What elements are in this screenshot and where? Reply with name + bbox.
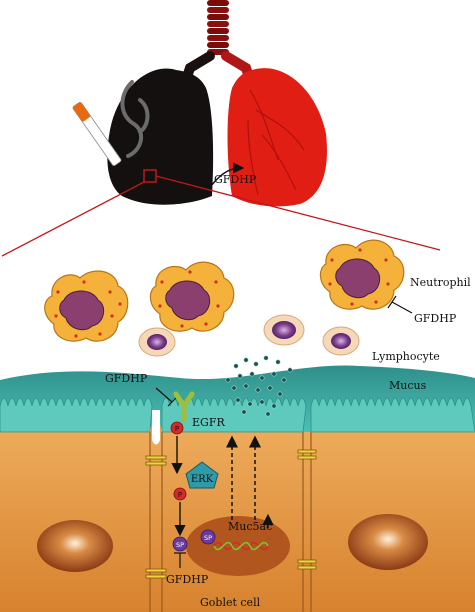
lymphocyte-cell: [263, 314, 305, 346]
cilia: [0, 397, 475, 433]
gfdhp-lungs-label: GFDHP: [214, 173, 257, 186]
erk-label: ERK: [191, 474, 214, 485]
sp-node-1: SP: [172, 536, 188, 552]
sp-label: SP: [204, 534, 212, 542]
sp-node-2: SP: [200, 529, 216, 545]
gfdhp-egfr-label: GFDHP: [105, 372, 148, 385]
neutrophil-cell: [149, 261, 235, 332]
egfr-label: EGFR: [192, 416, 225, 429]
sp-label: SP: [176, 541, 184, 549]
gfdhp-neutrophil-label: GFDHP: [414, 312, 457, 325]
lymphocyte-cell: [322, 326, 360, 356]
egfr-receptor: [173, 391, 195, 423]
lymphocyte-cell: [138, 327, 176, 357]
right-lung: [227, 68, 327, 207]
goblet-cell-label: Goblet cell: [200, 596, 261, 609]
dna-helix-icon: [213, 541, 269, 551]
lymphocyte-label: Lymphocyte: [372, 350, 440, 363]
phospho-label: P: [178, 491, 182, 499]
egfr-inhibit-line: [155, 387, 173, 403]
epithelium: [0, 365, 475, 612]
lungs-illustration: GFDHP: [72, 0, 327, 207]
neutrophil-inhibit-line: [391, 301, 413, 314]
phospho-node-1: P: [170, 421, 184, 435]
trachea: [179, 0, 257, 91]
phospho-label: P: [175, 425, 179, 433]
gfdhp-treatment-arrow: [207, 162, 245, 191]
nucleus-left: [37, 520, 113, 572]
smoke-swirl: [120, 80, 150, 158]
cigarette-icon: [72, 102, 122, 166]
neutrophil-cell: [44, 270, 129, 342]
zoom-connector-lines: [1, 175, 441, 257]
neutrophil-label: Neutrophil: [410, 276, 471, 289]
mucus-label: Mucus: [389, 379, 427, 392]
neutrophil-cell: [319, 239, 405, 310]
gfdhp-sp-label: GFDHP: [166, 573, 209, 586]
right-lung-branches: [247, 89, 305, 196]
inhibit-bar: [167, 397, 177, 407]
left-lung: [107, 68, 214, 205]
inhibit-bar: [387, 295, 397, 309]
muc5ac-label: Muc5ac: [228, 520, 272, 533]
nucleus-right: [348, 514, 428, 570]
tight-junctions: [145, 449, 317, 579]
mucin-granules: [225, 355, 293, 417]
erk-kinase: ERK: [185, 461, 219, 489]
phospho-node-2: P: [173, 487, 187, 501]
